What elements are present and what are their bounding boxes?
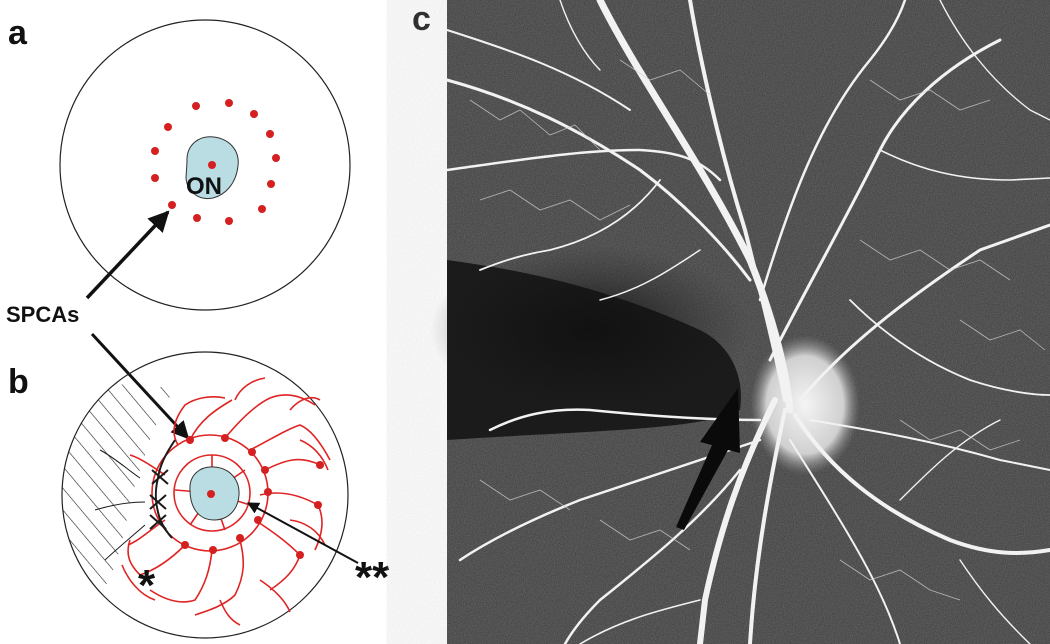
spca-dot — [272, 154, 280, 162]
spca-dot — [236, 534, 244, 542]
spca-dot — [151, 147, 159, 155]
spca-dot — [151, 174, 159, 182]
spca-dot — [314, 501, 322, 509]
panel-a-letter: a — [8, 14, 28, 52]
spca-dot — [250, 110, 258, 118]
panel-b-single-star: * — [138, 561, 156, 610]
spca-dot — [164, 123, 172, 131]
spca-dot — [264, 488, 272, 496]
spca-dot — [168, 201, 176, 209]
spca-dot — [186, 436, 194, 444]
spcas-callout-label: SPCAs — [6, 302, 79, 327]
panel-b-central-artery-dot — [207, 490, 215, 498]
panel-b-letter: b — [8, 363, 29, 401]
spca-dot — [209, 546, 217, 554]
spca-dot — [261, 466, 269, 474]
panel-a-disc-label: ON — [186, 173, 222, 200]
spca-dot — [193, 214, 201, 222]
spca-dot — [258, 205, 266, 213]
spca-dot — [181, 541, 189, 549]
spca-dot — [225, 99, 233, 107]
spca-dot — [266, 130, 274, 138]
panel-a-central-artery-dot — [208, 161, 216, 169]
spcas-arrow-to-panel-a — [87, 212, 168, 298]
spca-dot — [316, 461, 324, 469]
spca-dot — [225, 217, 233, 225]
spca-dot — [221, 434, 229, 442]
spca-dot — [267, 180, 275, 188]
spca-dot — [248, 448, 256, 456]
spca-dot — [296, 551, 304, 559]
panel-c-letter: c — [412, 0, 431, 38]
panel-c-angiogram — [430, 0, 1050, 644]
spca-dot — [254, 516, 262, 524]
panel-b-double-star: ** — [355, 553, 390, 602]
spca-dot — [192, 102, 200, 110]
